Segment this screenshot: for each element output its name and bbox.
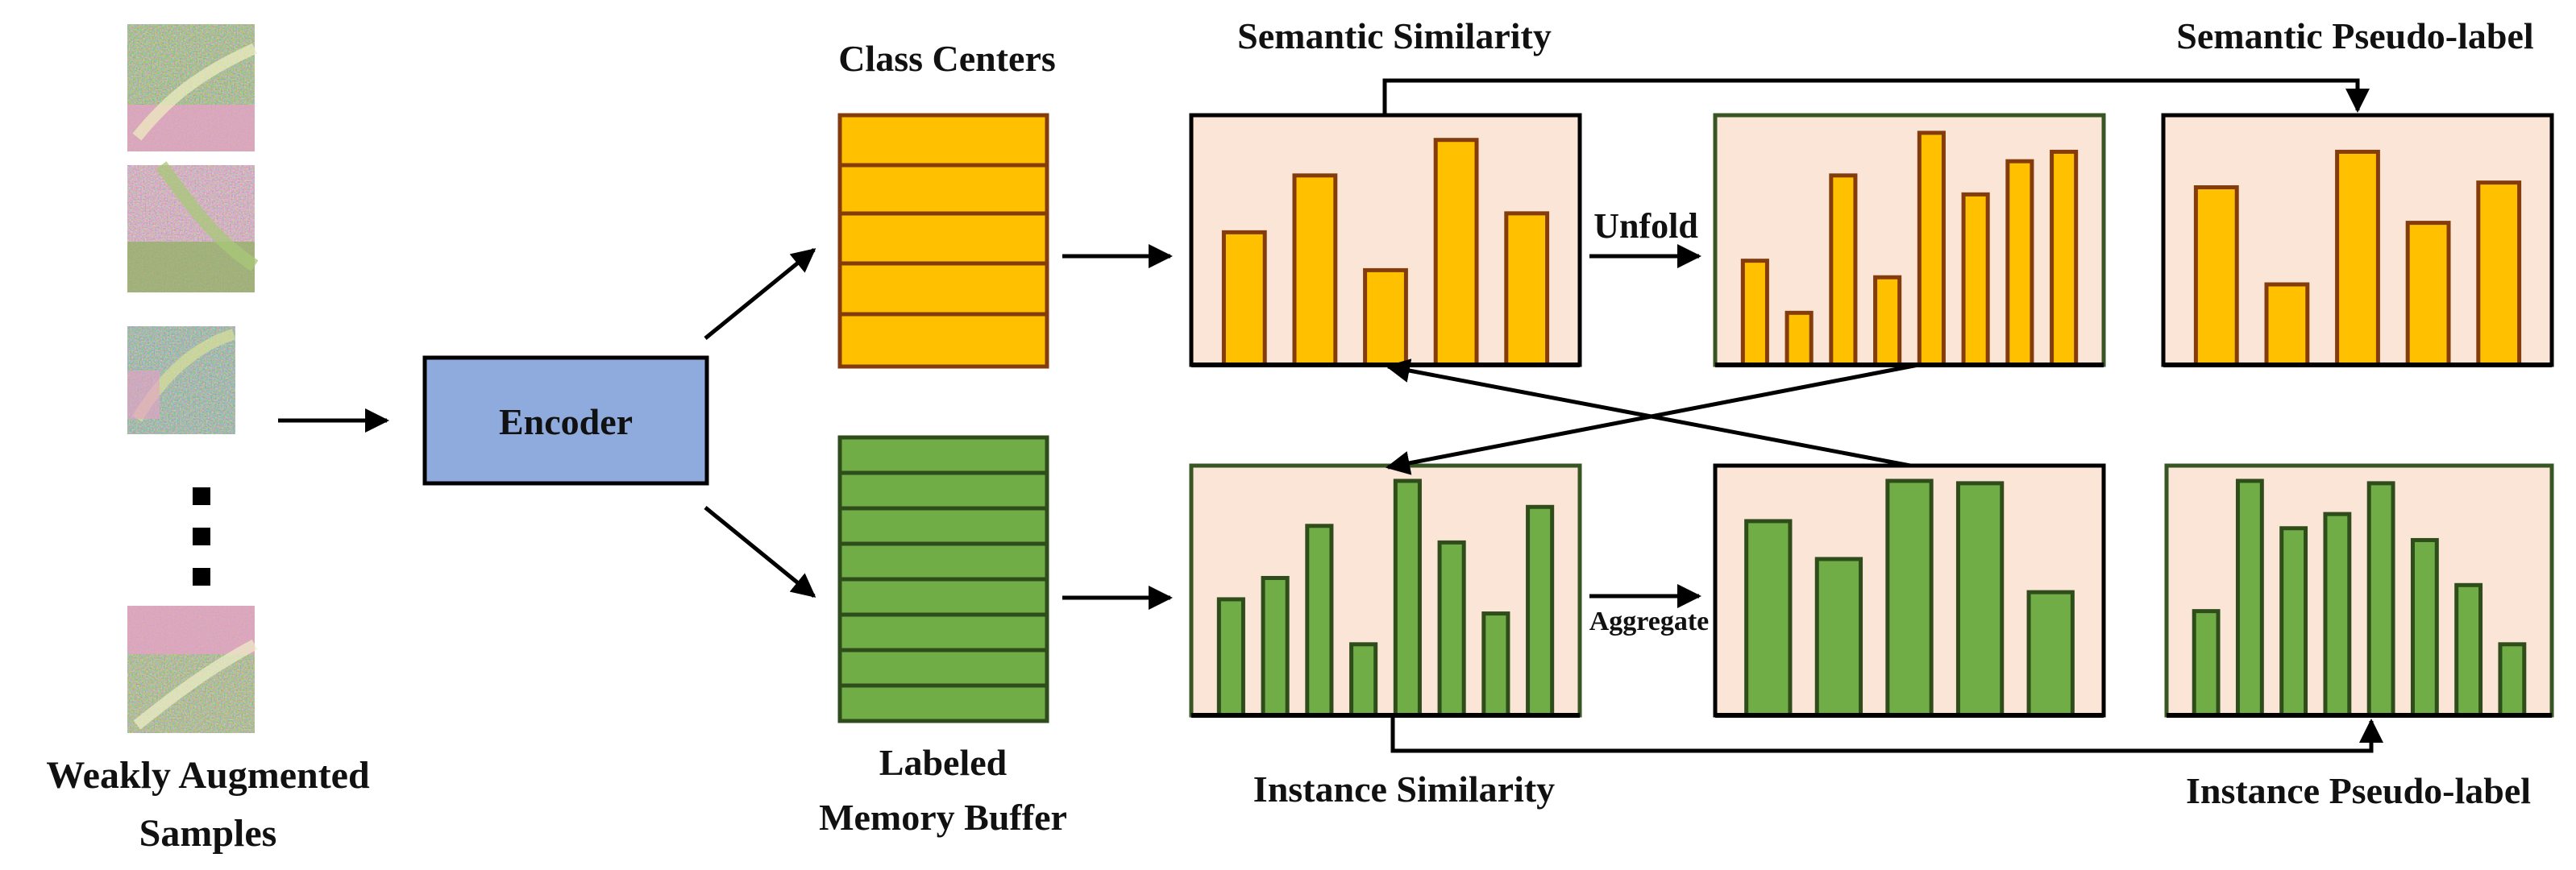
semantic-similarity-bar-2 (1292, 173, 1338, 367)
semantic-unfolded-bar-1 (1740, 259, 1769, 367)
connector-semantic-to-pseudo-label (1382, 78, 2370, 115)
instance-similarity-bar-6 (1437, 540, 1466, 718)
sample-image-4 (127, 606, 258, 733)
encoder-label: Encoder (499, 401, 633, 442)
class-centers-stack (837, 113, 1049, 369)
semantic-similarity-label: Semantic Similarity (1237, 15, 1552, 56)
instance-similarity-bar-2 (1261, 575, 1290, 718)
weakly-augmented-samples (127, 24, 259, 733)
connector-instance-to-pseudo-label (1390, 715, 2383, 753)
sample-image-1 (127, 24, 257, 151)
labeled-label-line1: Labeled (879, 742, 1008, 783)
instance-pseudo-label-bar-3 (2279, 526, 2308, 718)
instance-similarity-bar-1 (1216, 597, 1245, 718)
semantic-unfolded-bar-3 (1829, 173, 1858, 367)
instance-similarity-panel (1189, 463, 1582, 718)
instance-similarity-bar-8 (1526, 504, 1555, 718)
arrow-aggregated-to-semantic (1386, 358, 1911, 468)
semantic-similarity-bar-1 (1221, 230, 1267, 367)
instance-similarity-bar-5 (1393, 478, 1422, 718)
aggregate-label: Aggregate (1589, 607, 1710, 636)
semantic-pseudo-label-bar-4 (2405, 221, 2451, 367)
instance-pseudo-label-bar-2 (2235, 478, 2264, 718)
instance-pseudo-label-bar-4 (2323, 512, 2352, 718)
labeled-memory-buffer-stack (837, 435, 1049, 723)
labeled-label-line2: Memory Buffer (819, 797, 1067, 838)
weakly-label-line1: Weakly Augmented (46, 754, 370, 797)
semantic-pseudo-label-bar-2 (2264, 282, 2310, 367)
instance-pseudo-label-bar-1 (2192, 609, 2221, 718)
semantic-unfolded-bar-2 (1785, 310, 1814, 367)
instance-pseudo-label-label: Instance Pseudo-label (2186, 770, 2531, 811)
semantic-unfolded-panel (1713, 113, 2106, 367)
instance-aggregated-bar-2 (1814, 557, 1863, 718)
semantic-unfolded-bar-4 (1873, 275, 1902, 367)
instance-aggregated-bar-4 (1955, 481, 2005, 718)
instance-pseudo-label-bar-7 (2454, 582, 2483, 718)
instance-pseudo-label-bar-8 (2498, 642, 2527, 718)
semantic-unfolded-bar-6 (1961, 192, 1990, 367)
semantic-similarity-bar-3 (1363, 267, 1408, 367)
semantic-pseudo-label-panel (2161, 113, 2554, 367)
ellipsis-dots (193, 487, 210, 586)
semantic-pseudo-label-bar-1 (2193, 185, 2239, 367)
semantic-unfolded-bar-8 (2050, 149, 2079, 367)
instance-aggregated-bar-5 (2026, 590, 2075, 718)
instance-aggregated-bar-1 (1744, 519, 1793, 718)
instance-pseudo-label-panel (2164, 463, 2554, 718)
sample-image-2 (127, 161, 259, 292)
semantic-pseudo-label-bar-5 (2476, 180, 2522, 367)
instance-aggregated-bar-3 (1885, 478, 1934, 718)
semantic-similarity-bar-4 (1433, 138, 1479, 367)
arrow-encoder-to-buffer (704, 506, 816, 598)
arrow-encoder-to-centers (704, 248, 816, 340)
unfold-label: Unfold (1593, 206, 1698, 246)
semantic-similarity-panel (1189, 113, 1582, 367)
encoder-block (422, 355, 709, 486)
semantic-pseudo-label-label: Semantic Pseudo-label (2176, 15, 2533, 56)
semantic-unfolded-bar-5 (1917, 130, 1946, 367)
instance-pseudo-label-bar-6 (2410, 537, 2439, 718)
sample-image-3 (127, 326, 236, 434)
class-centers-label: Class Centers (838, 38, 1056, 79)
weakly-label-line2: Samples (139, 812, 277, 855)
instance-similarity-bar-3 (1305, 524, 1334, 718)
instance-similarity-label: Instance Similarity (1253, 768, 1555, 810)
semantic-unfolded-bar-7 (2005, 159, 2034, 367)
instance-similarity-bar-4 (1349, 642, 1378, 718)
instance-pseudo-label-bar-5 (2366, 481, 2395, 718)
instance-similarity-bar-7 (1481, 611, 1510, 718)
semantic-similarity-bar-5 (1504, 211, 1550, 367)
semantic-pseudo-label-bar-3 (2335, 149, 2380, 367)
instance-aggregated-panel (1713, 463, 2106, 718)
